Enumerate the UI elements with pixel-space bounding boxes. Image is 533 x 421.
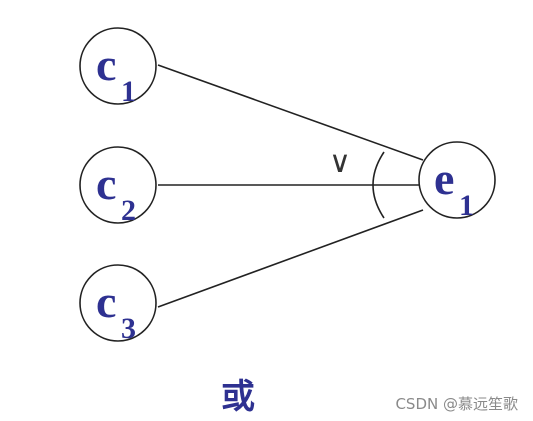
or-arc	[372, 151, 385, 219]
edge-c1-e1	[157, 64, 424, 161]
or-symbol: ∨	[329, 145, 351, 180]
node-e1-subscript: 1	[459, 189, 474, 222]
node-e1-circle	[418, 141, 496, 219]
node-e1: e 1	[418, 141, 496, 222]
diagram-caption: 或	[221, 377, 255, 417]
node-c1-subscript: 1	[121, 75, 136, 108]
node-c3-letter: c	[96, 276, 116, 327]
node-c1-circle	[79, 27, 157, 105]
node-c3-circle	[79, 264, 157, 342]
edge-c3-e1	[157, 209, 424, 308]
node-c2-letter: c	[96, 158, 116, 209]
node-c3: c 3	[79, 264, 157, 345]
node-e1-letter: e	[434, 153, 454, 204]
node-c2: c 2	[79, 146, 157, 227]
watermark-text: CSDN @慕远笙歌	[395, 395, 518, 413]
node-c1: c 1	[79, 27, 157, 108]
node-c1-letter: c	[96, 39, 116, 90]
node-c2-subscript: 2	[121, 194, 136, 227]
node-c3-subscript: 3	[121, 312, 136, 345]
node-c2-circle	[79, 146, 157, 224]
